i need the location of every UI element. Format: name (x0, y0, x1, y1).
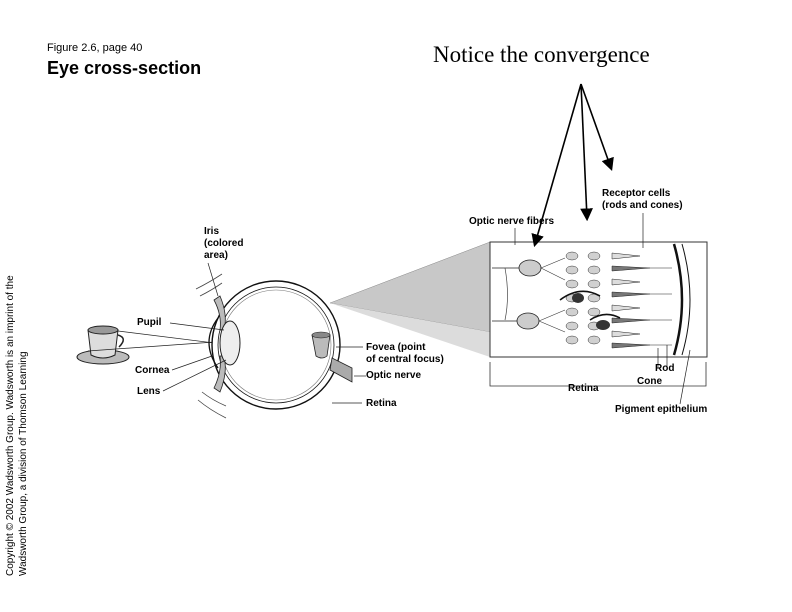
label-retina-detail: Retina (568, 383, 599, 394)
convergence-note: Notice the convergence (433, 42, 650, 67)
eyelids (195, 273, 227, 419)
label-receptor-line1: Receptor cells (602, 188, 671, 199)
lens-shape (219, 320, 241, 366)
figure-reference: Figure 2.6, page 40 (47, 42, 143, 54)
label-iris-line1: Iris (204, 226, 220, 237)
retina-detail (489, 241, 708, 358)
retina-bracket (489, 362, 707, 387)
label-fovea-line1: Fovea (point (366, 342, 426, 353)
convergence-arrows (531, 83, 614, 248)
label-cone: Cone (637, 376, 662, 387)
label-lens: Lens (137, 386, 161, 397)
label-pigment-epithelium: Pigment epithelium (615, 404, 708, 415)
label-pupil: Pupil (137, 317, 162, 328)
label-rod: Rod (655, 363, 675, 374)
coffee-cup-icon (76, 325, 130, 365)
label-receptor-line2: (rods and cones) (602, 200, 683, 211)
label-fovea-line2: of central focus) (366, 354, 444, 365)
page-title: Eye cross-section (47, 58, 202, 78)
leader-lines (162, 213, 691, 405)
retinal-image (311, 331, 331, 359)
eye-globe (211, 280, 341, 410)
label-optic-nerve: Optic nerve (366, 370, 422, 381)
cornea-shape (208, 317, 219, 369)
label-cornea: Cornea (135, 365, 170, 376)
label-iris-line2: (colored (204, 238, 244, 249)
label-fovea: Fovea (point of central focus) (366, 342, 444, 366)
label-optic-nerve-fibers: Optic nerve fibers (469, 216, 555, 227)
label-iris: Iris (colored area) (204, 226, 243, 262)
label-receptor-cells: Receptor cells (rods and cones) (602, 188, 683, 212)
label-retina-eye: Retina (366, 398, 397, 409)
optic-nerve-shape (329, 357, 353, 383)
label-iris-line3: area) (204, 250, 228, 261)
